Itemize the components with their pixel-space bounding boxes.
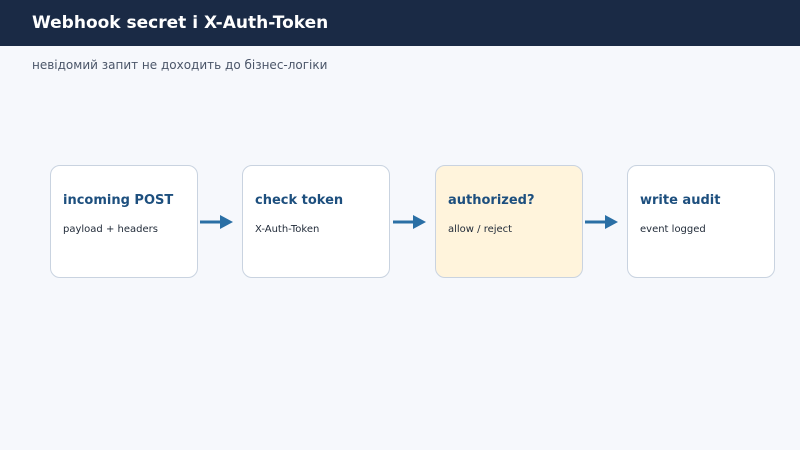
arrow-1 (200, 215, 233, 229)
step-title: incoming POST (63, 193, 174, 208)
page-title: Webhook secret і X-Auth-Token (32, 13, 329, 33)
step-incoming-post: incoming POST payload + headers (50, 165, 198, 278)
arrow-2 (393, 215, 426, 229)
step-check-token: check token X-Auth-Token (242, 165, 390, 278)
step-description: payload + headers (63, 224, 158, 235)
step-authorized: authorized? allow / reject (435, 165, 583, 278)
arrow-3 (585, 215, 618, 229)
step-description: event logged (640, 224, 706, 235)
page-subtitle: невідомий запит не доходить до бізнес-ло… (32, 58, 328, 72)
step-title: write audit (640, 193, 721, 208)
header-bar: Webhook secret і X-Auth-Token (0, 0, 800, 46)
step-description: allow / reject (448, 224, 513, 235)
step-description: X-Auth-Token (255, 224, 320, 235)
step-title: check token (255, 193, 344, 208)
step-write-audit: write audit event logged (627, 165, 775, 278)
step-title: authorized? (448, 193, 535, 208)
